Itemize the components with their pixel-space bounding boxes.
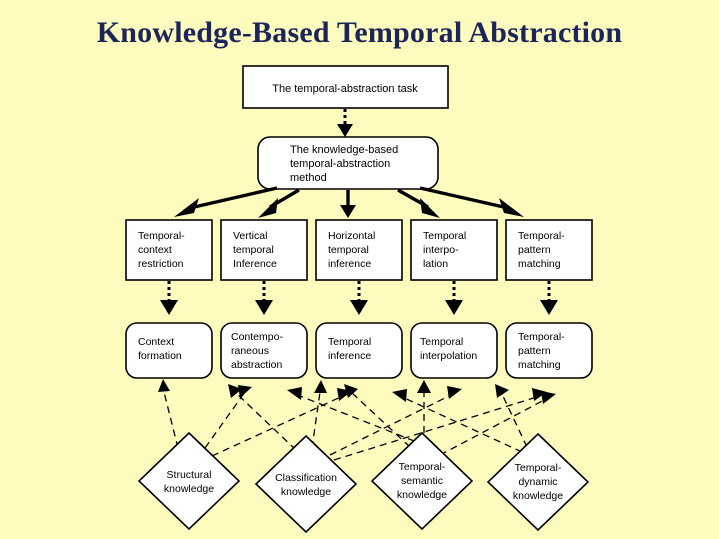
mechanism-box-temporal-pattern-matching: Temporal- pattern matching — [505, 219, 593, 281]
knowledge-1-line-1: Structural — [167, 469, 212, 481]
output-box-contemporaneous-abstraction: Contempo- raneous abstraction — [220, 322, 308, 379]
task-box: The temporal-abstraction task — [242, 65, 449, 109]
mechanism-box-vertical-temporal-inference: Vertical temporal Inference — [220, 219, 308, 281]
knowledge-3-line-1: Temporal- — [399, 461, 446, 473]
output-2-line-1: Contempo- — [231, 331, 283, 343]
mechanism-2-line-2: temporal — [233, 244, 274, 256]
output-4-line-1: Temporal — [420, 336, 463, 348]
mechanism-4-line-3: lation — [423, 258, 448, 270]
outputs-row: Context formation Contempo- raneous abst… — [125, 322, 593, 379]
knowledge-diamond-temporal-dynamic: Temporal- dynamic knowledge — [486, 432, 590, 532]
mechanism-box-temporal-interpolation: Temporal interpo- lation — [410, 219, 498, 281]
connector-col-3 — [350, 281, 368, 315]
connector-col-2 — [255, 281, 273, 315]
mechanism-5-line-3: matching — [518, 258, 561, 270]
mechanism-1-line-3: restriction — [138, 258, 184, 270]
connector-task-to-method — [337, 109, 353, 137]
knowledge-2-line-2: knowledge — [281, 486, 331, 498]
output-5-line-1: Temporal- — [518, 331, 565, 343]
task-box-label: The temporal-abstraction task — [272, 83, 418, 95]
output-box-temporal-inference: Temporal inference — [315, 322, 403, 379]
output-3-line-1: Temporal — [328, 336, 371, 348]
mechanism-3-line-2: temporal — [328, 244, 369, 256]
mechanism-1-line-1: Temporal- — [138, 230, 185, 242]
knowledge-4-line-3: knowledge — [513, 490, 563, 502]
connectors-mechanisms-to-outputs — [160, 281, 558, 315]
mechanism-4-line-1: Temporal — [423, 230, 466, 242]
mechanism-box-horizontal-temporal-inference: Horizontal temporal inference — [315, 219, 403, 281]
output-2-line-3: abstraction — [231, 359, 283, 371]
mechanism-5-line-1: Temporal- — [518, 230, 565, 242]
output-1-line-2: formation — [138, 350, 182, 362]
method-box-line-3: method — [290, 172, 327, 184]
mechanism-5-line-2: pattern — [518, 244, 551, 256]
mechanism-box-temporal-context-restriction: Temporal- context restriction — [125, 219, 213, 281]
knowledge-4-line-1: Temporal- — [515, 462, 562, 474]
knowledge-diamond-structural: Structural knowledge — [137, 431, 241, 531]
connectors-knowledge-to-outputs — [158, 379, 556, 461]
output-3-line-2: inference — [328, 350, 371, 362]
knowledge-3-line-3: knowledge — [397, 489, 447, 501]
output-2-line-2: raneous — [231, 345, 269, 357]
mechanism-2-line-1: Vertical — [233, 230, 267, 242]
page-title: Knowledge-Based Temporal Abstraction — [96, 16, 623, 49]
method-box: The knowledge-based temporal-abstraction… — [257, 136, 439, 190]
method-box-line-2: temporal-abstraction — [290, 158, 390, 170]
mechanism-1-line-2: context — [138, 244, 172, 256]
method-box-line-1: The knowledge-based — [290, 144, 398, 156]
output-box-temporal-interpolation: Temporal interpolation — [410, 322, 498, 379]
knowledge-2-line-1: Classification — [275, 472, 337, 484]
connector-col-1 — [160, 281, 178, 315]
output-box-context-formation: Context formation — [125, 322, 213, 379]
mechanism-4-line-2: interpo- — [423, 244, 459, 256]
output-1-line-1: Context — [138, 336, 174, 348]
mechanism-3-line-3: inference — [328, 258, 371, 270]
knowledge-diamond-classification: Classification knowledge — [254, 434, 358, 534]
output-box-temporal-pattern-matching: Temporal- pattern matching — [505, 322, 593, 379]
connector-col-4 — [445, 281, 463, 315]
knowledge-3-line-2: semantic — [401, 475, 443, 487]
mechanism-3-line-1: Horizontal — [328, 230, 375, 242]
knowledge-row: Structural knowledge Classification know… — [137, 431, 590, 534]
mechanisms-row: Temporal- context restriction Vertical t… — [125, 219, 593, 281]
output-5-line-3: matching — [518, 359, 561, 371]
output-5-line-2: pattern — [518, 345, 551, 357]
mechanism-2-line-3: Inference — [233, 258, 277, 270]
knowledge-1-line-2: knowledge — [164, 483, 214, 495]
knowledge-4-line-2: dynamic — [518, 476, 557, 488]
connector-col-5 — [540, 281, 558, 315]
output-4-line-2: interpolation — [420, 350, 477, 362]
knowledge-diamond-temporal-semantic: Temporal- semantic knowledge — [370, 431, 474, 531]
connector-method-to-mechanisms — [174, 186, 524, 218]
